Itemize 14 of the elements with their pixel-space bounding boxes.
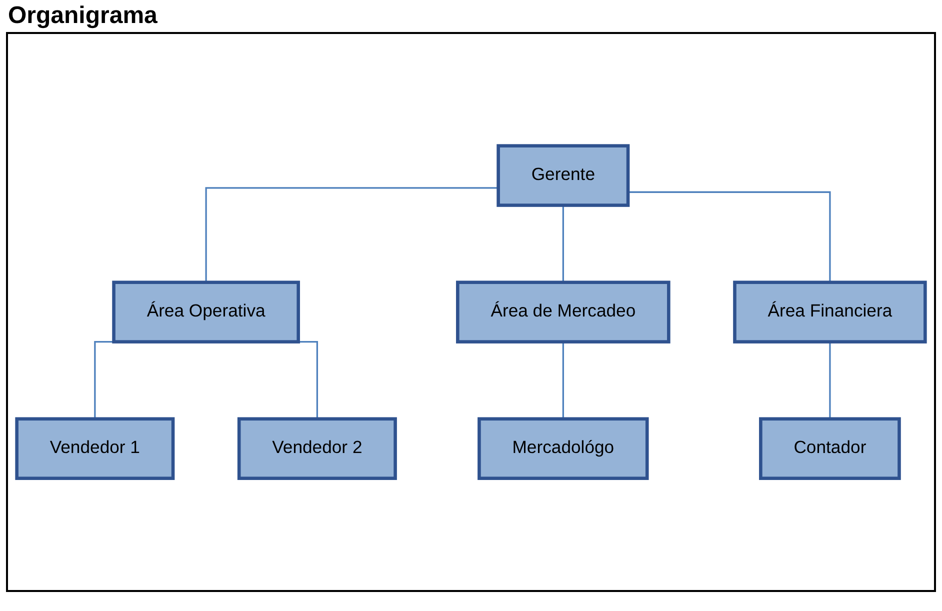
node-box: Contador xyxy=(759,417,901,480)
diagram-title: Organigrama xyxy=(8,2,158,30)
node-box: Vendedor 2 xyxy=(237,417,397,480)
node-box: Área Operativa xyxy=(112,280,300,344)
node-box: Área Financiera xyxy=(733,280,927,344)
node-box: Gerente xyxy=(496,144,630,207)
connector xyxy=(205,187,498,282)
connector xyxy=(628,191,831,282)
connector xyxy=(562,340,564,419)
connector xyxy=(562,204,564,282)
node-box: Área de Mercadeo xyxy=(456,280,670,344)
node-box: Mercadológo xyxy=(478,417,649,480)
node-box: Vendedor 1 xyxy=(15,417,175,480)
connector xyxy=(829,340,831,419)
